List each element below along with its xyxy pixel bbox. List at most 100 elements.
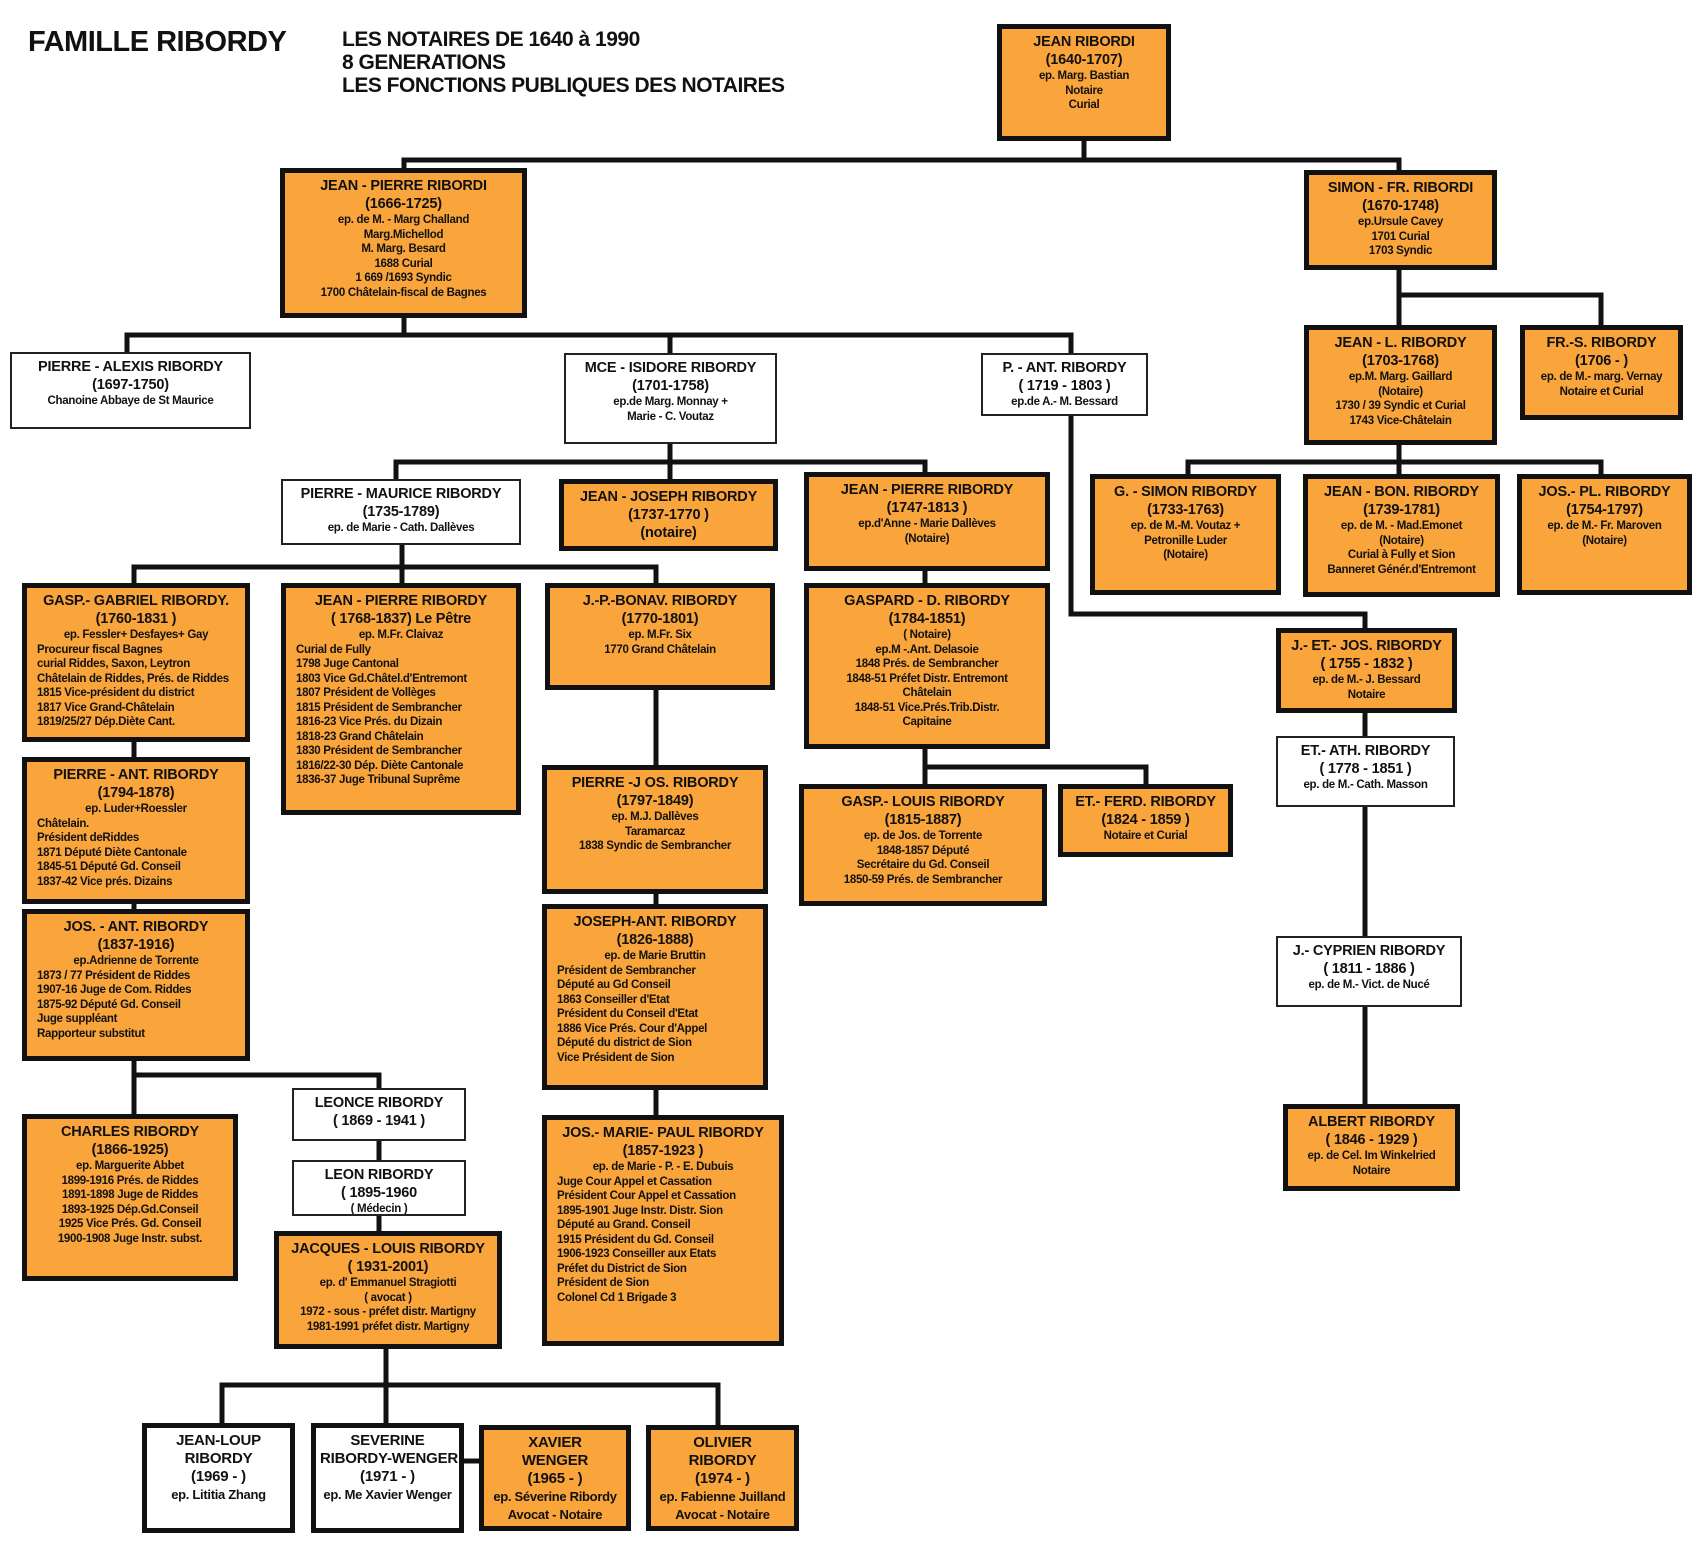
person-box-albert-1846: ALBERT RIBORDY( 1846 - 1929 )ep. de Cel.…: [1283, 1104, 1460, 1191]
person-detail: 1688 Curial: [374, 257, 433, 270]
person-detail: 1803 Vice Gd.Châtel.d'Entremont: [296, 672, 467, 685]
person-name: SIMON - FR. RIBORDI: [1327, 180, 1474, 196]
person-detail: ep. de Jos. de Torrente: [863, 830, 983, 842]
person-dates: (1697-1750): [92, 377, 169, 393]
person-name: JOS.- MARIE- PAUL RIBORDY: [562, 1125, 764, 1141]
person-detail: (1737-1770 ): [628, 507, 709, 523]
person-dates: (1866-1925): [91, 1142, 169, 1158]
person-name: G. - SIMON RIBORDY: [1113, 484, 1257, 500]
person-detail: 1871 Député Diète Cantonale: [37, 846, 187, 859]
person-name: PIERRE - ANT. RIBORDY: [53, 767, 219, 783]
person-box-leon-1895: LEON RIBORDY( 1895-1960( Médecin ): [292, 1160, 466, 1216]
person-dates: ( 1778 - 1851 ): [1319, 761, 1412, 777]
person-box-simon-1670: SIMON - FR. RIBORDI(1670-1748)ep.Ursule …: [1304, 170, 1497, 270]
person-box-pierre-maurice-1735: PIERRE - MAURICE RIBORDY(1735-1789)ep. d…: [281, 479, 521, 545]
person-detail: 1848-51 Vice.Prés.Trib.Distr.: [854, 701, 1000, 714]
person-box-leonce-1869: LEONCE RIBORDY( 1869 - 1941 ): [292, 1088, 466, 1141]
person-detail: Châtelain.: [37, 817, 89, 830]
person-detail: ep. de M.- Cath. Masson: [1303, 779, 1428, 791]
person-box-jos-marie-paul-1857: JOS.- MARIE- PAUL RIBORDY(1857-1923 )ep.…: [542, 1115, 784, 1346]
person-dates: (1735-1789): [362, 504, 440, 520]
person-detail: 1915 Président du Gd. Conseil: [557, 1233, 714, 1246]
person-dates: (1815-1887): [884, 812, 962, 828]
person-name: XAVIER: [528, 1434, 582, 1451]
person-detail: Capitaine: [902, 716, 952, 728]
person-dates: ( 1768-1837) Le Pêtre: [330, 611, 472, 627]
person-detail: ep. de M. - Mad.Emonet: [1340, 520, 1463, 532]
person-box-jean-joseph-1737: JEAN - JOSEPH RIBORDY(1737-1770 )(notair…: [559, 479, 778, 551]
person-detail: ep.Ursule Cavey: [1358, 216, 1443, 228]
person-detail: Rapporteur substitut: [37, 1027, 145, 1040]
person-name: J.- CYPRIEN RIBORDY: [1292, 943, 1446, 959]
person-dates: (1666-1725): [365, 196, 442, 212]
person-detail: Colonel Cd 1 Brigade 3: [557, 1291, 677, 1304]
person-detail: 1816-23 Vice Prés. du Dizain: [296, 716, 443, 728]
person-detail: 1972 - sous - préfet distr. Martigny: [300, 1306, 476, 1318]
person-detail: RIBORDY: [688, 1452, 757, 1469]
chart-subtitle: LES NOTAIRES DE 1640 à 1990 8 GENERATION…: [342, 28, 785, 97]
person-box-joseph-ant-1826: JOSEPH-ANT. RIBORDY(1826-1888)ep. de Mar…: [542, 904, 768, 1090]
person-detail: ep. Fessler+ Desfayes+ Gay: [63, 629, 209, 641]
person-detail: Président deRiddes: [37, 832, 139, 844]
person-detail: Président de Sion: [557, 1277, 650, 1289]
person-detail: ep.M. Marg. Gaillard: [1348, 371, 1453, 383]
person-detail: 1891-1898 Juge de Riddes: [62, 1189, 198, 1201]
person-detail: ep.M -.Ant. Delasoie: [875, 643, 979, 656]
person-name: JOSEPH-ANT. RIBORDY: [573, 914, 737, 930]
person-detail: Notaire: [1065, 84, 1103, 97]
person-detail: 1899-1916 Prés. de Riddes: [61, 1174, 199, 1187]
person-dates: (1701-1758): [632, 378, 709, 394]
person-detail: 1700 Châtelain-fiscal de Bagnes: [320, 286, 487, 299]
person-box-gasp-louis-1815: GASP.- LOUIS RIBORDY(1815-1887)ep. de Jo…: [799, 784, 1047, 906]
person-detail: 1838 Syndic de Sembrancher: [579, 840, 731, 852]
person-name: OLIVIER: [693, 1434, 752, 1451]
person-box-jean-bon-1739: JEAN - BON. RIBORDY(1739-1781)ep. de M. …: [1303, 474, 1500, 597]
person-name: JEAN - BON. RIBORDY: [1324, 484, 1479, 500]
person-name: CHARLES RIBORDY: [61, 1124, 199, 1140]
person-detail: ep. de M. - Marg Challand: [337, 214, 470, 226]
person-name: J.- ET.- JOS. RIBORDY: [1291, 638, 1442, 654]
person-detail: Banneret Génér.d'Entremont: [1327, 563, 1476, 576]
person-name: SEVERINE: [350, 1432, 425, 1449]
person-dates: ( 1755 - 1832 ): [1320, 656, 1413, 672]
person-detail: Curial: [1068, 99, 1100, 111]
person-name: JEAN - PIERRE RIBORDY: [840, 482, 1014, 498]
person-detail: ep. M.Fr. Claivaz: [358, 629, 444, 641]
person-detail: 1907-16 Juge de Com. Riddes: [37, 984, 192, 996]
person-detail: 1848-1857 Député: [876, 844, 970, 857]
person-detail: Président du Conseil d'Etat: [557, 1008, 698, 1020]
subtitle-line: 8 GENERATIONS: [342, 51, 506, 74]
person-detail: ep. d' Emmanuel Stragiotti: [319, 1277, 457, 1289]
person-dates: (1747-1813 ): [886, 500, 968, 516]
person-name: JEAN - JOSEPH RIBORDY: [579, 489, 758, 505]
person-dates: (1797-1849): [616, 793, 694, 809]
person-name: LEON RIBORDY: [324, 1167, 434, 1183]
person-detail: 1703 Syndic: [1368, 245, 1433, 257]
person-dates: (1733-1763): [1147, 502, 1224, 518]
person-detail: 1743 Vice-Châtelain: [1349, 414, 1452, 427]
person-name: FR.-S. RIBORDY: [1546, 335, 1657, 351]
person-detail: Président Cour Appel et Cassation: [557, 1190, 736, 1202]
person-detail: 1981-1991 préfet distr. Martigny: [306, 1320, 470, 1333]
person-dates: (1837-1916): [97, 937, 175, 953]
person-detail: Juge suppléant: [37, 1013, 118, 1025]
person-detail: Avocat - Notaire: [675, 1507, 770, 1522]
person-detail: ep. de Marie - Cath. Dallèves: [327, 522, 475, 534]
person-box-g-simon-1733: G. - SIMON RIBORDY(1733-1763)ep. de M.-M…: [1090, 474, 1281, 595]
person-box-jos-pl-1754: JOS.- PL. RIBORDY(1754-1797)ep. de M.- F…: [1517, 474, 1692, 595]
person-name: JEAN - PIERRE RIBORDI: [320, 178, 487, 194]
person-detail: Petronille Luder: [1144, 534, 1227, 547]
person-detail: Juge Cour Appel et Cassation: [557, 1175, 712, 1188]
subtitle-line: LES NOTAIRES DE 1640 à 1990: [342, 28, 640, 51]
person-box-jacques-louis-1931: JACQUES - LOUIS RIBORDY( 1931-2001)ep. d…: [274, 1231, 502, 1349]
person-detail: Notaire: [1352, 1164, 1391, 1177]
person-box-jean-1640: JEAN RIBORDI(1640-1707)ep. Marg. Bastian…: [997, 24, 1171, 141]
chart-title: FAMILLE RIBORDY: [28, 26, 287, 58]
person-box-fr-s-1706: FR.-S. RIBORDY(1706 - )ep. de M.- marg. …: [1520, 325, 1683, 420]
person-detail: WENGER: [521, 1452, 589, 1469]
person-detail: ( Médecin ): [350, 1203, 408, 1215]
person-box-charles-1866: CHARLES RIBORDY(1866-1925)ep. Marguerite…: [22, 1114, 238, 1281]
person-name: JOS. - ANT. RIBORDY: [63, 919, 209, 935]
